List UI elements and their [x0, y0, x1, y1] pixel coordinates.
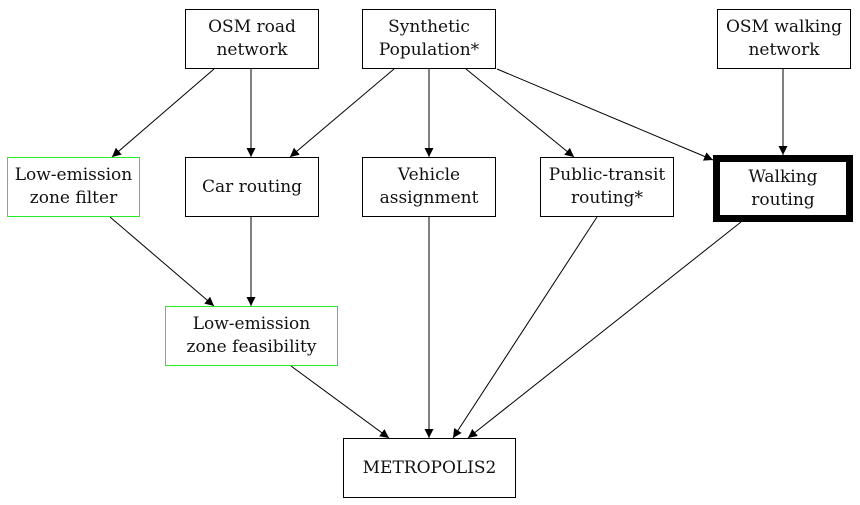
node-label: Vehicle: [397, 165, 461, 185]
node-label: METROPOLIS2: [362, 457, 497, 478]
node-label: network: [748, 40, 820, 60]
node-osm-walking-network: OSM walking network: [717, 9, 851, 69]
node-label: Population*: [378, 40, 480, 60]
node-label: OSM road: [208, 17, 296, 37]
node-label: OSM walking: [725, 17, 843, 37]
node-metropolis2: METROPOLIS2: [343, 438, 516, 498]
node-car-routing: Car routing: [185, 157, 319, 217]
node-label: Walking: [748, 166, 818, 187]
node-label: routing: [751, 189, 815, 210]
node-low-emission-zone-feasibility: Low-emission zone feasibility: [165, 306, 338, 366]
node-label: Synthetic: [388, 17, 470, 37]
node-label: assignment: [379, 188, 479, 208]
edge-osm-road-to-lez-filter: [111, 68, 215, 158]
edge-lez-feas-to-metro: [290, 365, 390, 439]
node-label: Low-emission: [192, 314, 311, 334]
node-label: Public-transit: [548, 165, 666, 185]
node-label: zone filter: [29, 188, 118, 208]
edge-synthetic-to-walk: [496, 68, 714, 161]
edge-walk-to-metro: [467, 221, 742, 439]
node-label: network: [216, 40, 288, 60]
node-label: routing*: [571, 188, 643, 208]
node-synthetic-population: Synthetic Population*: [362, 9, 496, 69]
edge-synthetic-to-car: [289, 68, 395, 158]
node-low-emission-zone-filter: Low-emission zone filter: [7, 157, 140, 217]
node-public-transit-routing: Public-transit routing*: [540, 157, 674, 217]
node-label: Low-emission: [14, 165, 133, 185]
node-label: zone feasibility: [186, 337, 317, 357]
node-label: Car routing: [201, 176, 303, 197]
node-walking-routing: Walking routing: [713, 155, 853, 222]
edge-lez-filter-to-lez-feas: [109, 216, 215, 307]
node-vehicle-assignment: Vehicle assignment: [362, 157, 496, 217]
edge-pt-to-metro: [452, 216, 598, 439]
node-osm-road-network: OSM road network: [185, 9, 319, 69]
edge-synthetic-to-pt: [465, 68, 575, 158]
